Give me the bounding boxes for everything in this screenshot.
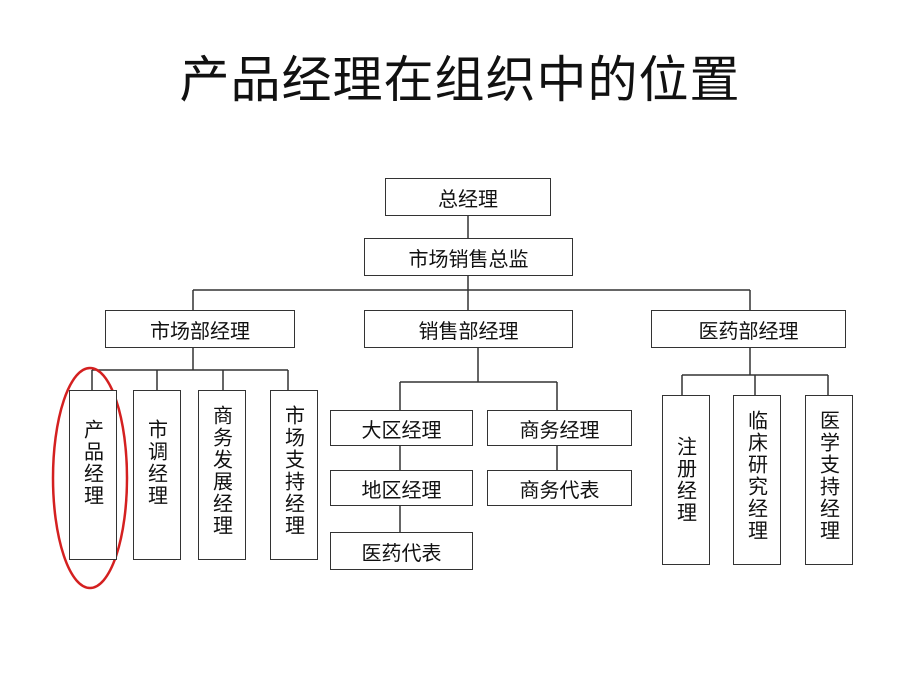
node-medical-manager: 医药部经理 <box>651 310 846 348</box>
node-medical-support-manager: 医学支持经理 <box>805 395 853 565</box>
node-market-support-manager: 市场支持经理 <box>270 390 318 560</box>
node-registration-manager: 注册经理 <box>662 395 710 565</box>
node-marketing-sales-director: 市场销售总监 <box>364 238 573 276</box>
node-market-research-manager: 市调经理 <box>133 390 181 560</box>
page-title: 产品经理在组织中的位置 <box>179 51 741 109</box>
node-business-representative: 商务代表 <box>487 470 632 506</box>
node-marketing-manager: 市场部经理 <box>105 310 295 348</box>
node-medical-representative: 医药代表 <box>330 532 473 570</box>
node-area-manager: 地区经理 <box>330 470 473 506</box>
node-regional-manager: 大区经理 <box>330 410 473 446</box>
node-clinical-research-manager: 临床研究经理 <box>733 395 781 565</box>
highlight-ellipse <box>51 366 129 590</box>
node-business-manager: 商务经理 <box>487 410 632 446</box>
node-sales-manager: 销售部经理 <box>364 310 573 348</box>
node-general-manager: 总经理 <box>385 178 551 216</box>
node-product-manager: 产品经理 <box>69 390 117 560</box>
node-business-development-manager: 商务发展经理 <box>198 390 246 560</box>
